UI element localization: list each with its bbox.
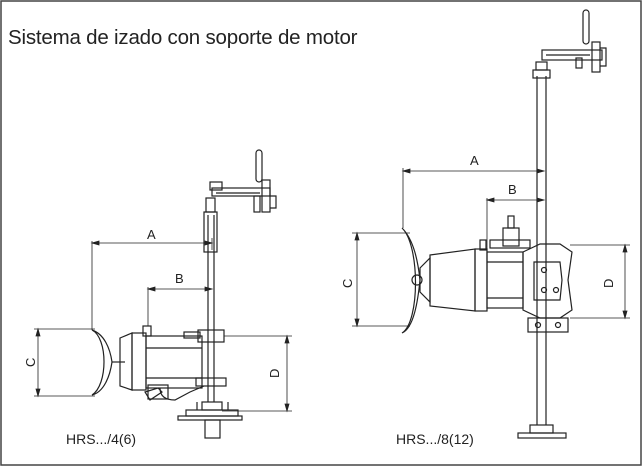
left-dim-a-label: A (147, 227, 156, 242)
left-model-caption: HRS.../4(6) (66, 431, 137, 447)
left-dim-d-label: D (267, 369, 282, 378)
page-title: Sistema de izado con soporte de motor (8, 26, 358, 49)
mixer-hrs-8-12 (401, 9, 607, 439)
right-dim-d-label: D (601, 279, 616, 288)
right-dimensions (352, 168, 630, 328)
right-dim-c-label: C (340, 279, 355, 288)
left-dim-c-label: C (23, 358, 38, 367)
right-dim-a-label: A (470, 153, 479, 168)
right-model-caption: HRS.../8(12) (396, 431, 474, 447)
left-dim-b-label: B (175, 271, 184, 286)
right-dim-b-label: B (508, 182, 517, 197)
left-dimensions (34, 238, 292, 413)
mixer-hrs-4-6 (91, 149, 277, 439)
